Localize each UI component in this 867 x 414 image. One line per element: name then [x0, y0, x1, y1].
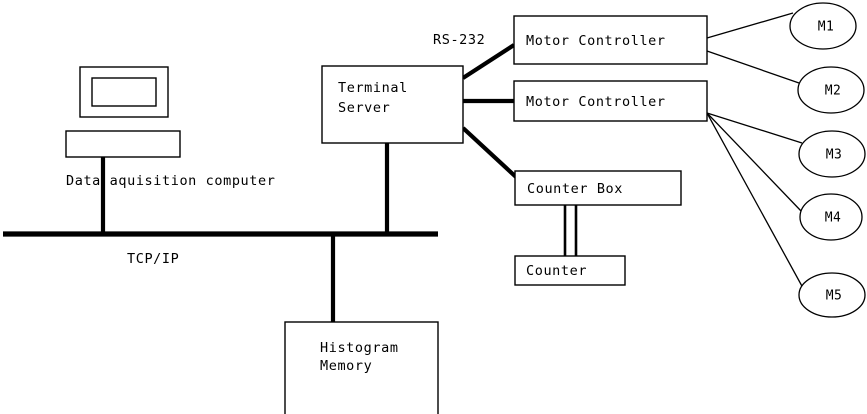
counter-box-box[interactable] — [514, 170, 682, 206]
motor-m5-label: M5 — [826, 289, 842, 304]
motor-controller-2-label: Motor Controller — [526, 94, 666, 110]
motor-controller-1-label: Motor Controller — [526, 33, 666, 49]
motor-m2-ellipse[interactable] — [797, 66, 865, 114]
motor-m3-ellipse[interactable] — [798, 130, 866, 178]
counter-box[interactable] — [514, 255, 626, 286]
motor-m1-label: M1 — [818, 20, 834, 35]
link-motor-controller-1-to-m1 — [706, 12, 794, 39]
motor-m1-ellipse[interactable] — [789, 2, 857, 50]
histogram-memory-label-line2: Memory — [320, 358, 372, 374]
motor-m3-label: M3 — [826, 148, 842, 163]
link-terminal-server-to-counter-box — [461, 126, 518, 179]
histogram-memory-label-line1: Histogram — [320, 340, 399, 356]
histogram-memory-box[interactable] — [284, 321, 439, 414]
motor-m2-label: M2 — [825, 84, 841, 99]
link-motor-controller-2-to-m5 — [706, 112, 804, 289]
motor-controller-1-box[interactable] — [513, 15, 708, 65]
link-motor-controller-1-to-m2 — [706, 50, 800, 84]
computer-base-icon — [65, 130, 181, 158]
counter-label: Counter — [526, 263, 587, 279]
motor-m5-ellipse[interactable] — [798, 272, 866, 318]
link-motor-controller-2-to-m3 — [706, 112, 803, 144]
motor-controller-2-box[interactable] — [513, 80, 708, 122]
terminal-server-box[interactable] — [321, 65, 464, 144]
rs-232-label: RS-232 — [433, 32, 485, 48]
terminal-server-label-line2: Server — [338, 100, 390, 116]
tcp-ip-bus-label: TCP/IP — [127, 251, 179, 267]
computer-label: Data aquisition computer — [66, 173, 275, 189]
terminal-server-label-line1: Terminal — [338, 80, 408, 96]
counter-box-label: Counter Box — [527, 181, 623, 197]
motor-m4-ellipse[interactable] — [799, 193, 863, 241]
motor-m4-label: M4 — [825, 211, 841, 226]
computer-screen-icon — [91, 77, 157, 107]
link-terminal-server-to-motor-controller-1 — [461, 43, 516, 80]
link-motor-controller-2-to-m4 — [706, 112, 803, 213]
